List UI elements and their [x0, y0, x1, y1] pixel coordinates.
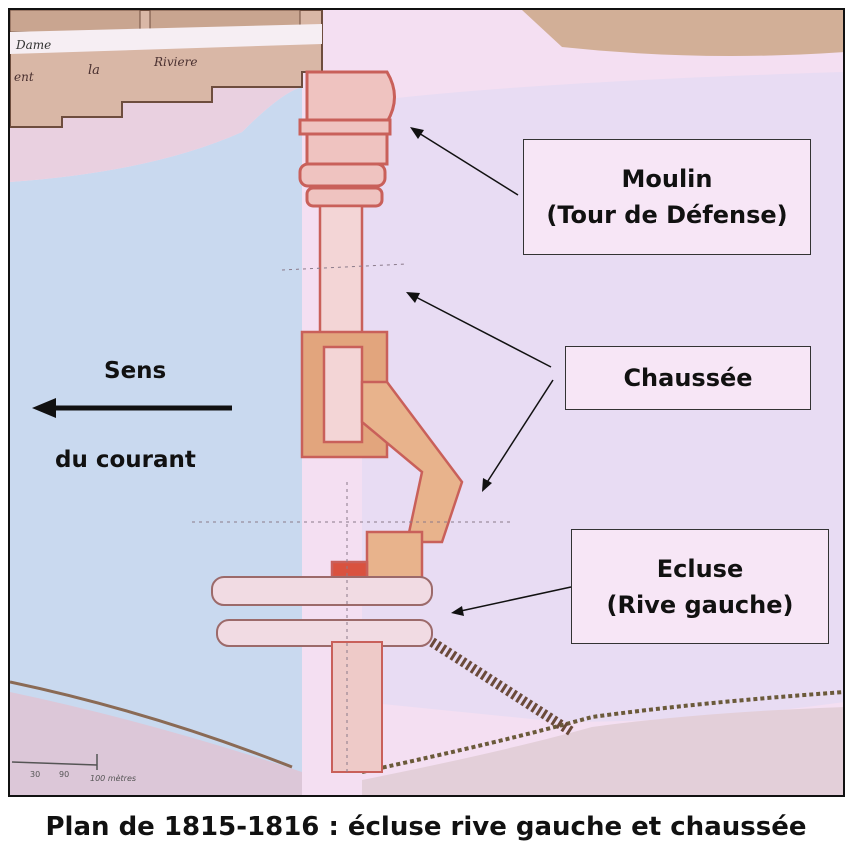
map-text-street: Dame [15, 38, 51, 52]
map-text-street: ent [14, 70, 34, 84]
mill-structure [298, 70, 396, 208]
moulin-title: Moulin [621, 165, 713, 193]
lock-structure [211, 576, 433, 773]
map-frame: Dame ent la Riviere 30 90 100 mètres [8, 8, 845, 797]
moulin-subtitle: (Tour de Défense) [546, 201, 788, 229]
figure-caption: Plan de 1815-1816 : écluse rive gauche e… [45, 812, 807, 842]
annotation-chaussee: Chaussée [565, 346, 811, 410]
current-label-sens: Sens [104, 358, 167, 384]
causeway [300, 204, 464, 584]
map-text-street: Riviere [153, 55, 197, 69]
current-label-courant: du courant [55, 447, 196, 473]
current-direction-arrow [32, 398, 232, 418]
annotation-ecluse: Ecluse (Rive gauche) [571, 529, 829, 644]
scale-label: 100 mètres [90, 773, 136, 783]
scale-tick-label: 30 [30, 770, 40, 779]
river-water-left [10, 87, 302, 782]
annotation-moulin: Moulin (Tour de Défense) [523, 139, 811, 255]
ecluse-subtitle: (Rive gauche) [606, 590, 794, 619]
scale-bar [11, 754, 98, 770]
ecluse-title: Ecluse [656, 554, 744, 583]
scale-tick-label: 90 [59, 770, 69, 779]
chaussee-title: Chaussée [623, 364, 753, 392]
map-text-street: la [88, 63, 100, 78]
annotation-arrows [409, 129, 572, 613]
